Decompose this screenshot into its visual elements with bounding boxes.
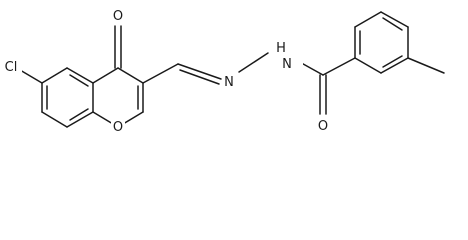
amide-nitrogen-label: N [282,57,292,72]
atom-nh: H N [273,38,303,74]
atom-cl: Cl [1,57,22,75]
benzo-ring [41,67,94,128]
amide-double-bond [319,74,327,115]
atom-imine-n: N [222,72,236,90]
methyl-bond [407,57,445,74]
amide-oxygen-label: O [318,119,328,134]
tolyl-ring [354,11,409,74]
n-n-bond [238,52,269,73]
ring-to-ch-bond [142,63,179,84]
ring-oxygen-label: O [113,120,123,135]
c-cl-bond [19,69,43,84]
chemical-structure: Cl O O N H N O [1,6,445,135]
imine-nitrogen-label: N [224,75,234,90]
atom-ring-o: O [111,117,125,135]
carbonyl-aryl-bond [322,57,356,76]
hydrogen-label: H [276,41,286,56]
ketone-oxygen-label: O [113,9,123,24]
atom-amide-o: O [316,116,330,134]
chlorine-label: Cl [5,60,18,75]
atom-keto-o: O [111,6,125,24]
imine-double-bond [177,63,222,85]
ketone-double-bond [114,25,122,69]
